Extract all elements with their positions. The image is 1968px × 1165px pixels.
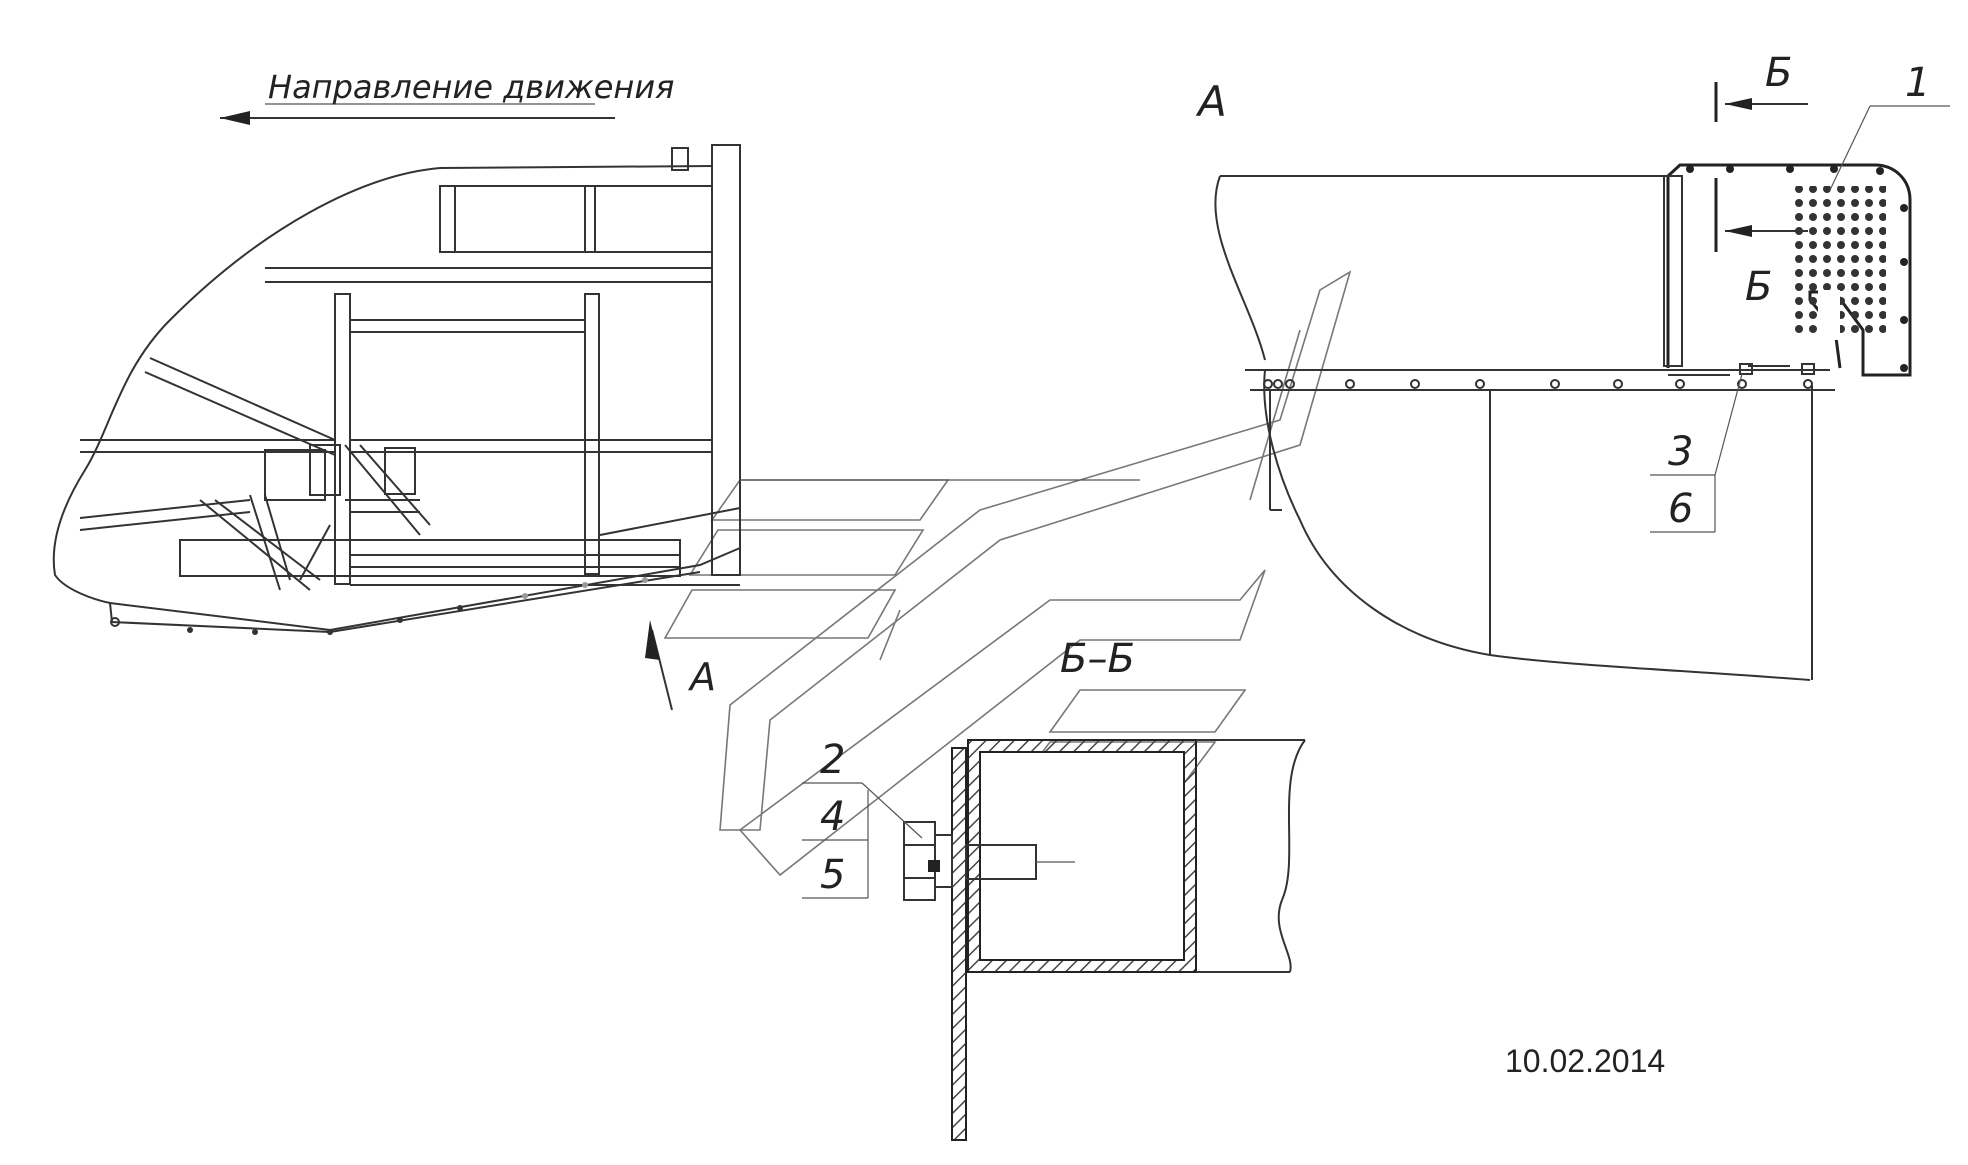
- callout-3: 3: [1668, 429, 1693, 475]
- section-title: Б–Б: [1060, 636, 1135, 682]
- view-a: А Б Б 1 3 6: [1195, 50, 1950, 681]
- bolt-row-view-a: [1263, 379, 1813, 389]
- drawing-date: 10.02.2014: [1505, 1043, 1665, 1079]
- bolt-row: [110, 577, 648, 635]
- callout-4: 4: [820, 794, 845, 840]
- callout-1: 1: [1905, 60, 1930, 106]
- direction-label: Направление движения: [268, 68, 674, 106]
- callout-6: 6: [1668, 486, 1693, 532]
- section-label-top: Б: [1765, 50, 1792, 96]
- view-label: А: [1195, 77, 1227, 126]
- panel-edge-bolts: [1686, 165, 1908, 372]
- section-label-bottom: Б: [1745, 264, 1772, 310]
- section-b-b: Б–Б 2 4 5: [802, 636, 1306, 1141]
- view-a-arrow: А: [645, 620, 716, 711]
- callout-2: 2: [820, 737, 845, 783]
- frame-side-view: [52, 144, 1140, 635]
- callout-5: 5: [820, 852, 845, 898]
- direction-indicator: [220, 103, 615, 125]
- view-arrow-label: А: [687, 655, 716, 699]
